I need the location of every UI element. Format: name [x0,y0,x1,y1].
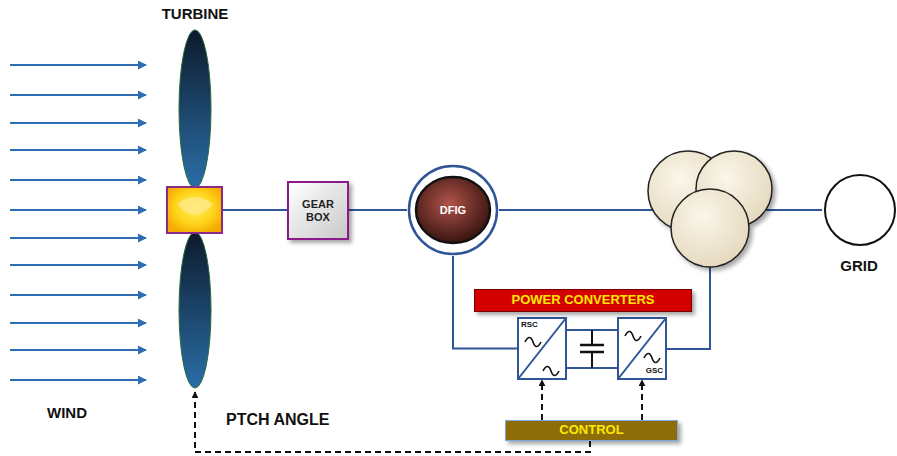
control-signal [541,380,543,420]
power-line [243,209,287,211]
control-signal [641,380,643,420]
node-label: DFIG [440,204,466,216]
turbine-shape [147,4,243,392]
node-label: POWER CONVERTERS [511,293,654,307]
dc-link [567,330,617,368]
node-label: TURBINE [147,6,243,23]
node-label: CONTROL [559,423,623,437]
node-label: GSC [646,367,663,376]
transformer-symbol [648,151,772,267]
grid-circle: GRID [822,172,896,276]
shaft [222,209,244,211]
converter-box: RSC [517,317,567,380]
node-label: GRID [822,258,896,275]
wind-label: WIND [47,404,87,421]
gearbox-box: GEAR BOX [287,181,349,240]
generator-circle: DFIG [407,164,499,256]
power-line [349,209,407,211]
converter-band: POWER CONVERTERS [474,289,692,312]
control-band: CONTROL [505,420,678,441]
wind-arrows [10,65,146,380]
pitch-label: PTCH ANGLE [226,411,329,429]
node-label: RSC [521,321,538,330]
turbine: TURBINE [147,4,243,392]
node-label: GEAR BOX [296,198,340,222]
converter-box: GSC [617,317,667,380]
